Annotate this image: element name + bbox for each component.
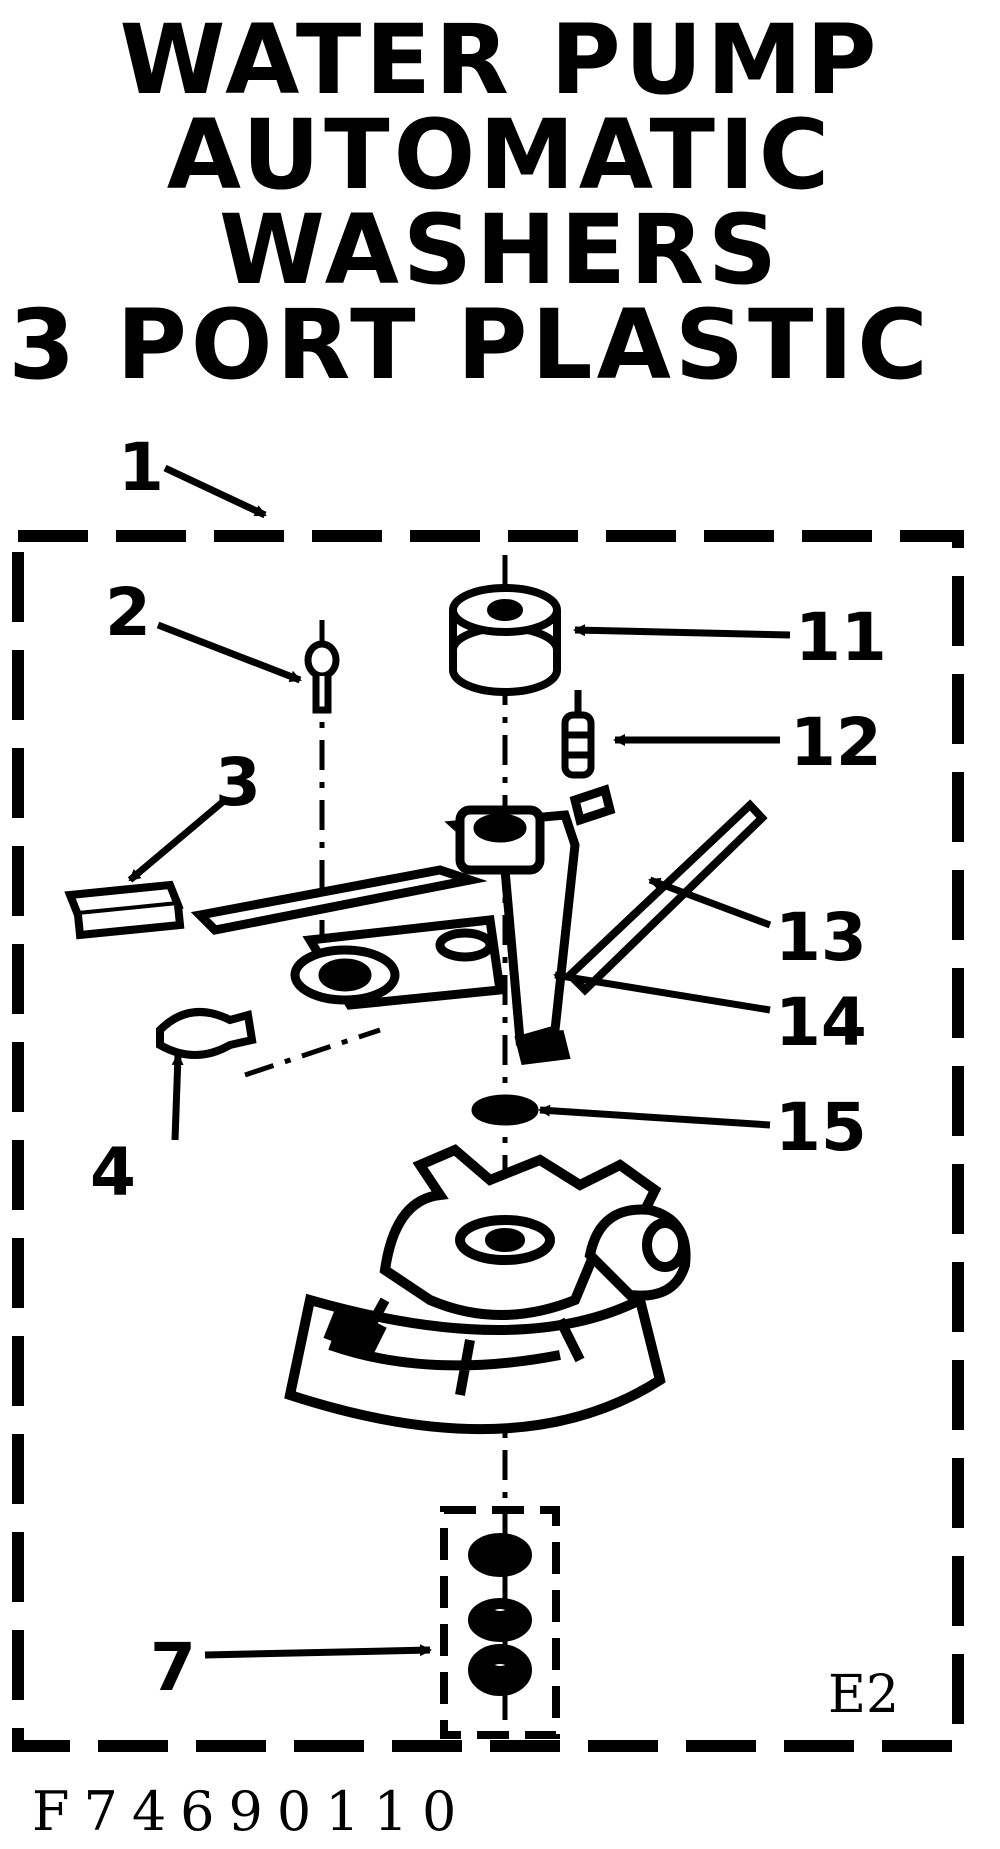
title-line-2: AUTOMATIC xyxy=(166,99,834,211)
page-code: E2 xyxy=(828,1665,899,1725)
assembly-boundary xyxy=(12,530,964,1752)
title-line-3: WASHERS xyxy=(219,194,781,306)
title-line-4: 3 PORT PLASTIC xyxy=(8,289,932,401)
callout-2: 2 xyxy=(105,574,151,651)
callout-1: 1 xyxy=(118,429,164,506)
callout-7: 7 xyxy=(150,1629,196,1706)
leader-lines xyxy=(127,464,791,1659)
callout-11: 11 xyxy=(795,599,887,676)
callout-4: 4 xyxy=(90,1134,136,1211)
pump-body-part xyxy=(284,1144,691,1435)
seal-kit-part xyxy=(440,1506,560,1739)
callout-3: 3 xyxy=(215,744,261,821)
callout-14: 14 xyxy=(775,984,867,1061)
washer-part xyxy=(471,1094,539,1126)
title-line-1: WATER PUMP xyxy=(119,4,881,116)
callout-15: 15 xyxy=(775,1089,867,1166)
pin-part xyxy=(561,690,595,779)
pulley-part xyxy=(449,584,561,696)
screw-part xyxy=(304,640,340,714)
clip-part xyxy=(156,1008,257,1059)
center-axis xyxy=(244,555,508,1720)
rod-part xyxy=(564,799,768,996)
figure-code: F74690110 xyxy=(32,1780,471,1843)
lever-assembly-part xyxy=(190,784,616,1065)
callout-13: 13 xyxy=(775,899,867,976)
block-part xyxy=(64,880,185,940)
callout-12: 12 xyxy=(790,704,882,781)
